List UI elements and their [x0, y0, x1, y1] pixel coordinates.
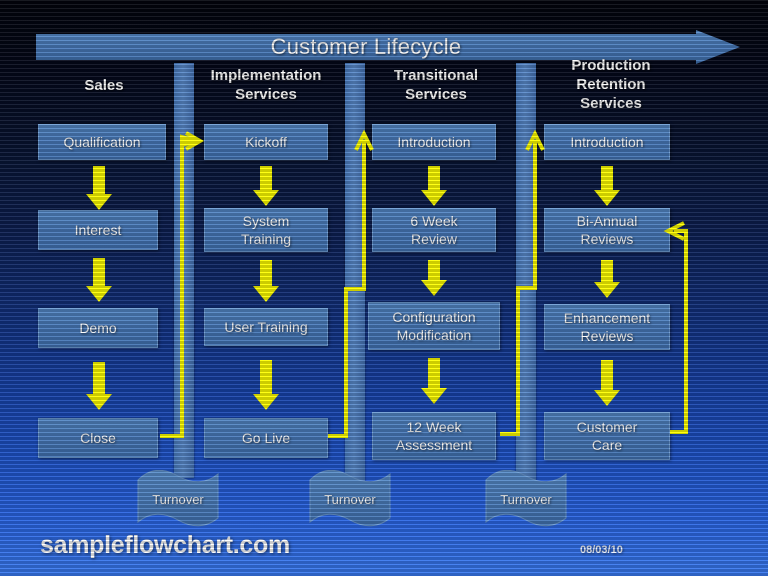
down-arrow-qualification-interest	[86, 166, 112, 210]
down-arrow-user-training-go-live	[253, 360, 279, 410]
lane-divider-1	[174, 63, 194, 478]
customer-lifecycle-banner: Customer Lifecycle	[36, 30, 740, 64]
step-label-introduction-production: Introduction	[570, 134, 644, 150]
down-arrow-group-sales	[86, 166, 112, 410]
down-arrow-interest-demo	[86, 258, 112, 302]
step-box-interest[interactable]: Interest	[38, 210, 158, 250]
down-arrow-demo-close	[86, 362, 112, 410]
step-box-customer-care[interactable]: Customer Care	[544, 412, 670, 460]
column-header-production-line2: Retention	[576, 76, 646, 93]
down-arrow-bi-annual-enhancement	[594, 260, 620, 298]
step-label-bi-annual-reviews-line2: Reviews	[580, 231, 634, 247]
step-box-enhancement-reviews[interactable]: Enhancement Reviews	[544, 304, 670, 350]
step-label-configuration-modification-line2: Modification	[396, 327, 472, 343]
step-label-close: Close	[80, 430, 116, 446]
column-header-sales-line1: Sales	[84, 77, 124, 94]
column-header-implementation-line2: Services	[235, 86, 297, 103]
column-header-production-line3: Services	[580, 95, 642, 112]
flag-icon-3	[485, 470, 567, 527]
step-label-system-training-line1: System	[242, 213, 290, 229]
down-arrow-introduction-6-week	[421, 166, 447, 206]
banner-arrow-icon	[36, 30, 740, 64]
step-label-6-week-review-line1: 6 Week	[410, 213, 458, 229]
down-arrow-enhancement-customer-care	[594, 360, 620, 406]
step-label-introduction-transitional: Introduction	[397, 134, 471, 150]
turnover-flag-3[interactable]: Turnover	[484, 470, 568, 528]
column-header-sales: Sales	[36, 76, 172, 95]
lane-divider-3	[516, 63, 536, 493]
step-label-customer-care-line2: Care	[591, 437, 623, 453]
banner-title: Customer Lifecycle	[270, 34, 462, 59]
step-box-kickoff[interactable]: Kickoff	[204, 124, 328, 160]
flag-icon-1	[137, 470, 219, 527]
column-header-transitional-line1: Transitional	[393, 67, 479, 84]
step-label-demo: Demo	[79, 320, 117, 336]
column-header-transitional-line2: Services	[405, 86, 467, 103]
step-box-go-live[interactable]: Go Live	[204, 418, 328, 458]
step-label-enhancement-reviews-line1: Enhancement	[563, 310, 651, 326]
step-box-configuration-modification[interactable]: Configuration Modification	[368, 302, 500, 350]
column-header-implementation-line1: Implementation	[210, 67, 322, 84]
step-box-close[interactable]: Close	[38, 418, 158, 458]
step-label-qualification: Qualification	[63, 134, 141, 150]
turnover-flag-2[interactable]: Turnover	[308, 470, 392, 528]
step-label-go-live: Go Live	[241, 430, 291, 446]
step-label-12-week-assessment-line1: 12 Week	[406, 419, 462, 435]
flag-icon-2	[309, 470, 391, 527]
down-arrow-group-production	[594, 166, 620, 406]
footer-date: 08/03/10	[580, 544, 623, 556]
column-header-production-line1: Production	[571, 57, 651, 74]
step-label-12-week-assessment-line2: Assessment	[395, 437, 473, 453]
column-header-production-retention-services: Production Retention Services	[538, 56, 684, 113]
step-label-enhancement-reviews-line2: Reviews	[580, 328, 634, 344]
step-label-kickoff: Kickoff	[245, 134, 287, 150]
down-arrow-6-week-configuration	[421, 260, 447, 296]
step-box-12-week-assessment[interactable]: 12 Week Assessment	[372, 412, 496, 460]
step-box-bi-annual-reviews[interactable]: Bi-Annual Reviews	[544, 208, 670, 252]
down-arrow-configuration-12-week	[421, 358, 447, 404]
down-arrow-system-training-user-training	[253, 260, 279, 302]
step-box-introduction-transitional[interactable]: Introduction	[372, 124, 496, 160]
step-label-user-training: User Training	[224, 319, 308, 335]
step-label-interest: Interest	[74, 222, 122, 238]
lane-divider-2	[345, 63, 365, 493]
footer-brand: sampleflowchart.com	[40, 531, 290, 559]
connector-customer-care-to-bi-annual-reviews	[663, 221, 688, 434]
step-box-user-training[interactable]: User Training	[204, 308, 328, 346]
column-header-transitional-services: Transitional Services	[366, 66, 506, 104]
step-label-customer-care-line1: Customer	[576, 419, 638, 435]
down-arrow-group-transitional	[421, 166, 447, 404]
turnover-flag-1[interactable]: Turnover	[136, 470, 220, 528]
step-box-system-training[interactable]: System Training	[204, 208, 328, 252]
down-arrow-kickoff-system-training	[253, 166, 279, 206]
column-header-implementation-services: Implementation Services	[196, 66, 336, 104]
step-box-qualification[interactable]: Qualification	[38, 124, 166, 160]
step-box-demo[interactable]: Demo	[38, 308, 158, 348]
step-box-6-week-review[interactable]: 6 Week Review	[372, 208, 496, 252]
down-arrow-introduction-bi-annual	[594, 166, 620, 206]
step-label-6-week-review-line2: Review	[411, 231, 457, 247]
down-arrow-group-implementation	[253, 166, 279, 410]
step-label-configuration-modification-line1: Configuration	[392, 309, 476, 325]
step-label-bi-annual-reviews-line1: Bi-Annual	[576, 213, 638, 229]
step-label-system-training-line2: Training	[240, 231, 292, 247]
step-box-introduction-production[interactable]: Introduction	[544, 124, 670, 160]
